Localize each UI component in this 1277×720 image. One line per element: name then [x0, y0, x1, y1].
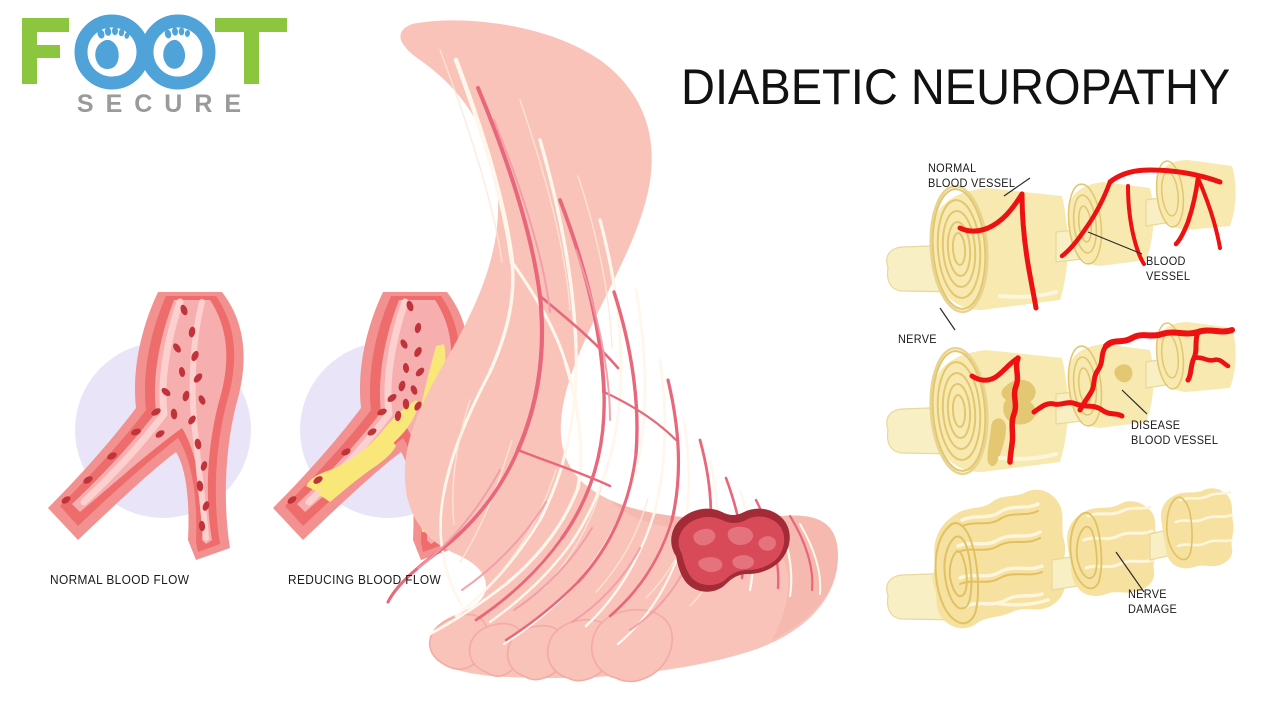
page-title: DIABETIC NEUROPATHY — [681, 59, 1231, 115]
ulcer-highlight-group — [693, 526, 776, 573]
nerve-damage-patch-group — [987, 379, 1036, 467]
nerve-highlight — [998, 290, 1058, 299]
foot-ulcer — [671, 508, 790, 592]
label-disease-blood-vessel: DISEASE BLOOD VESSEL — [1131, 420, 1219, 447]
vessel-lumen — [72, 300, 227, 544]
damaged-nerve-body-2 — [1067, 501, 1157, 596]
leader-blood-vessel — [1087, 231, 1143, 255]
logo-wordmark — [22, 14, 287, 90]
myelin-ring-group — [931, 350, 987, 472]
caption-normal-blood-flow: NORMAL BLOOD FLOW — [50, 573, 190, 587]
logo-letter-t — [215, 18, 287, 84]
leader-normal-blood-vessel — [1003, 177, 1031, 197]
myelin-outer-ring — [929, 184, 989, 314]
label-blood-vessel: BLOOD VESSEL — [1146, 256, 1191, 283]
nerve-panel-damaged — [886, 488, 1234, 629]
label-normal-blood-vessel: NORMAL BLOOD VESSEL — [928, 163, 1016, 190]
vessel-lumen-highlight — [80, 298, 184, 506]
leader-nerve — [939, 307, 956, 331]
nerve-panel-healthy — [886, 160, 1236, 331]
normal-vessel-group — [957, 167, 1223, 311]
blood-cell-group — [61, 304, 210, 532]
logo-secure-text: SECURE — [76, 90, 254, 118]
leader-line-group — [1121, 389, 1148, 415]
damaged-myelin-ring-group-2 — [1069, 511, 1103, 590]
logo-footprints-icon — [74, 14, 216, 90]
damaged-myelin-ring-group — [934, 522, 980, 625]
vessel-diagram-normal-blood-flow — [48, 292, 244, 560]
caption-reducing-blood-flow: REDUCING BLOOD FLOW — [288, 573, 442, 587]
leg-and-foot-illustration — [386, 20, 838, 683]
nerve-segment-body-2 — [1067, 182, 1154, 266]
damaged-nerve-body-3 — [1160, 488, 1234, 569]
leg-foot-silhouette — [400, 20, 838, 678]
logo-letter-f — [22, 18, 69, 84]
label-nerve: NERVE — [898, 334, 937, 346]
nerve-filament-group — [439, 49, 727, 607]
myelin-ring-group — [931, 188, 987, 310]
nerve-damage-patch — [1114, 364, 1133, 383]
logo-foot-secure: SECURE — [18, 14, 308, 124]
label-nerve-damage: NERVE DAMAGE — [1128, 589, 1178, 616]
disease-vessel-group — [969, 327, 1235, 465]
nerve-strand-group — [428, 57, 822, 646]
damaged-myelin-ring-group-3 — [1165, 496, 1193, 561]
nerve-highlight — [998, 598, 1050, 607]
nerve-highlight — [998, 452, 1058, 461]
myelin-ring-group-2 — [1067, 183, 1103, 265]
leader-line-group — [1115, 551, 1145, 593]
peeling-myelin-group-3 — [1174, 490, 1234, 548]
nerve-panel-diseased — [886, 322, 1236, 476]
leader-disease-blood-vessel — [1121, 389, 1148, 415]
myelin-outer-ring — [929, 346, 989, 476]
leader-line-group — [939, 177, 1143, 331]
toe-group — [428, 609, 673, 683]
leader-nerve-damage — [1115, 551, 1145, 593]
toe-5-big-toe — [591, 609, 673, 683]
